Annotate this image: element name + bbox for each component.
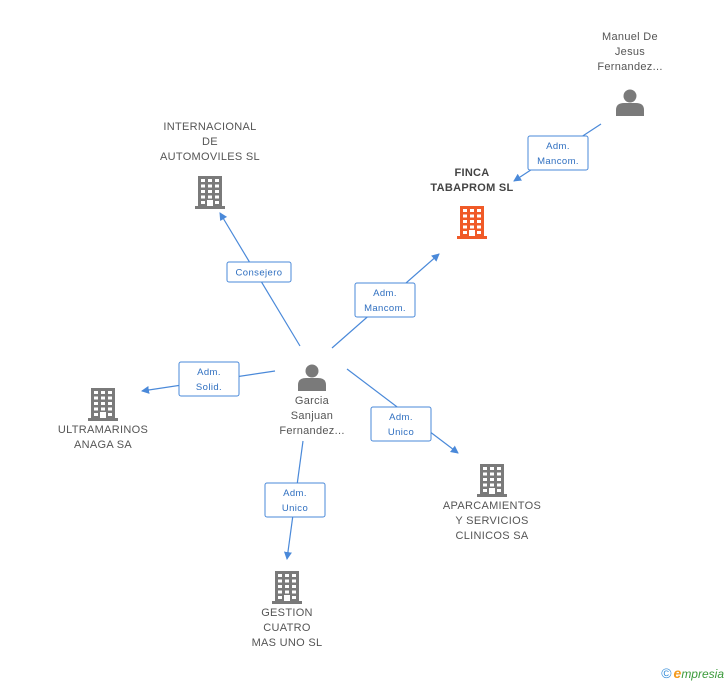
edge-label-garcia-internacional: Consejero xyxy=(226,261,292,283)
edge-label-box xyxy=(226,261,292,283)
edge-label-garcia-ultramarinos: Adm. Solid. xyxy=(178,361,240,397)
node-garcia[interactable]: GarciaSanjuanFernandez... xyxy=(279,364,344,438)
node-manuel[interactable]: Manuel De JesusFernandez... xyxy=(597,31,662,116)
edge-label-box xyxy=(527,135,589,171)
edge-label-text: Consejero xyxy=(236,268,283,279)
node-label-line: Fernandez... xyxy=(279,425,344,437)
edge-label-manuel-finca: Adm. Mancom. xyxy=(527,135,589,171)
node-aparcamientos[interactable]: APARCAMIENTOS Y SERVICIOS CLINICOS SA xyxy=(443,464,541,542)
node-label-line: CUATRO xyxy=(263,622,311,634)
node-label-line: GESTION xyxy=(261,607,313,619)
building-icon xyxy=(88,388,118,421)
node-label-line: APARCAMIENTOS xyxy=(443,500,541,512)
node-label-line: DE xyxy=(202,136,218,148)
brand-initial: e xyxy=(673,665,682,681)
node-label-line: TABAPROM SL xyxy=(430,182,513,194)
edge-label-text: Solid. xyxy=(196,382,222,393)
edge-label-text: Mancom. xyxy=(364,303,406,314)
building-icon xyxy=(195,176,225,209)
node-label-line: ANAGA SA xyxy=(74,439,132,451)
person-icon xyxy=(616,89,644,116)
edge-label-garcia-finca: Adm. Mancom. xyxy=(354,282,416,318)
edge-label-box xyxy=(370,406,432,442)
node-label-line: Manuel De xyxy=(602,31,658,43)
node-label-line: CLINICOS SA xyxy=(456,530,529,542)
edge-label-box xyxy=(264,482,326,518)
empresia-brand: ©empresia xyxy=(661,665,724,681)
node-finca[interactable]: FINCA TABAPROM SL xyxy=(430,167,513,239)
copyright-symbol: © xyxy=(661,665,672,681)
edge-label-box xyxy=(354,282,416,318)
brand-name: mpresia xyxy=(681,667,724,681)
edge-label-text: Adm. xyxy=(197,367,221,378)
node-label-line: MAS UNO SL xyxy=(252,637,323,649)
node-gestion[interactable]: GESTION CUATRO MAS UNO SL xyxy=(252,571,323,649)
node-label-line: INTERNACIONAL xyxy=(163,121,256,133)
node-label-line: FINCA xyxy=(454,167,489,179)
node-ultramarinos[interactable]: ULTRAMARINOS ANAGA SA xyxy=(58,388,148,451)
node-label-line: AUTOMOVILES SL xyxy=(160,151,260,163)
node-label-line: Garcia xyxy=(295,395,330,407)
building-icon xyxy=(477,464,507,497)
edge-label-box xyxy=(178,361,240,397)
building-icon xyxy=(272,571,302,604)
node-label-line: Fernandez... xyxy=(597,61,662,73)
building-icon xyxy=(457,206,487,239)
edge-label-text: Adm. xyxy=(546,141,570,152)
node-label-line: Sanjuan xyxy=(291,410,333,422)
node-internacional[interactable]: INTERNACIONAL DE AUTOMOVILES SL xyxy=(160,121,260,209)
edge-label-text: Adm. xyxy=(373,288,397,299)
edge-label-text: Adm. xyxy=(389,412,413,423)
edge-label-text: Mancom. xyxy=(537,156,579,167)
edge-label-text: Unico xyxy=(388,427,414,438)
edge-label-text: Adm. xyxy=(283,488,307,499)
edge-label-garcia-gestion: Adm. Unico xyxy=(264,482,326,518)
edge-label-text: Unico xyxy=(282,503,308,514)
node-label-line: Jesus xyxy=(615,46,645,58)
person-icon xyxy=(298,364,326,391)
node-label-line: Y SERVICIOS xyxy=(455,515,528,527)
node-label-line: ULTRAMARINOS xyxy=(58,424,148,436)
edge-label-garcia-aparcamientos: Adm. Unico xyxy=(370,406,432,442)
